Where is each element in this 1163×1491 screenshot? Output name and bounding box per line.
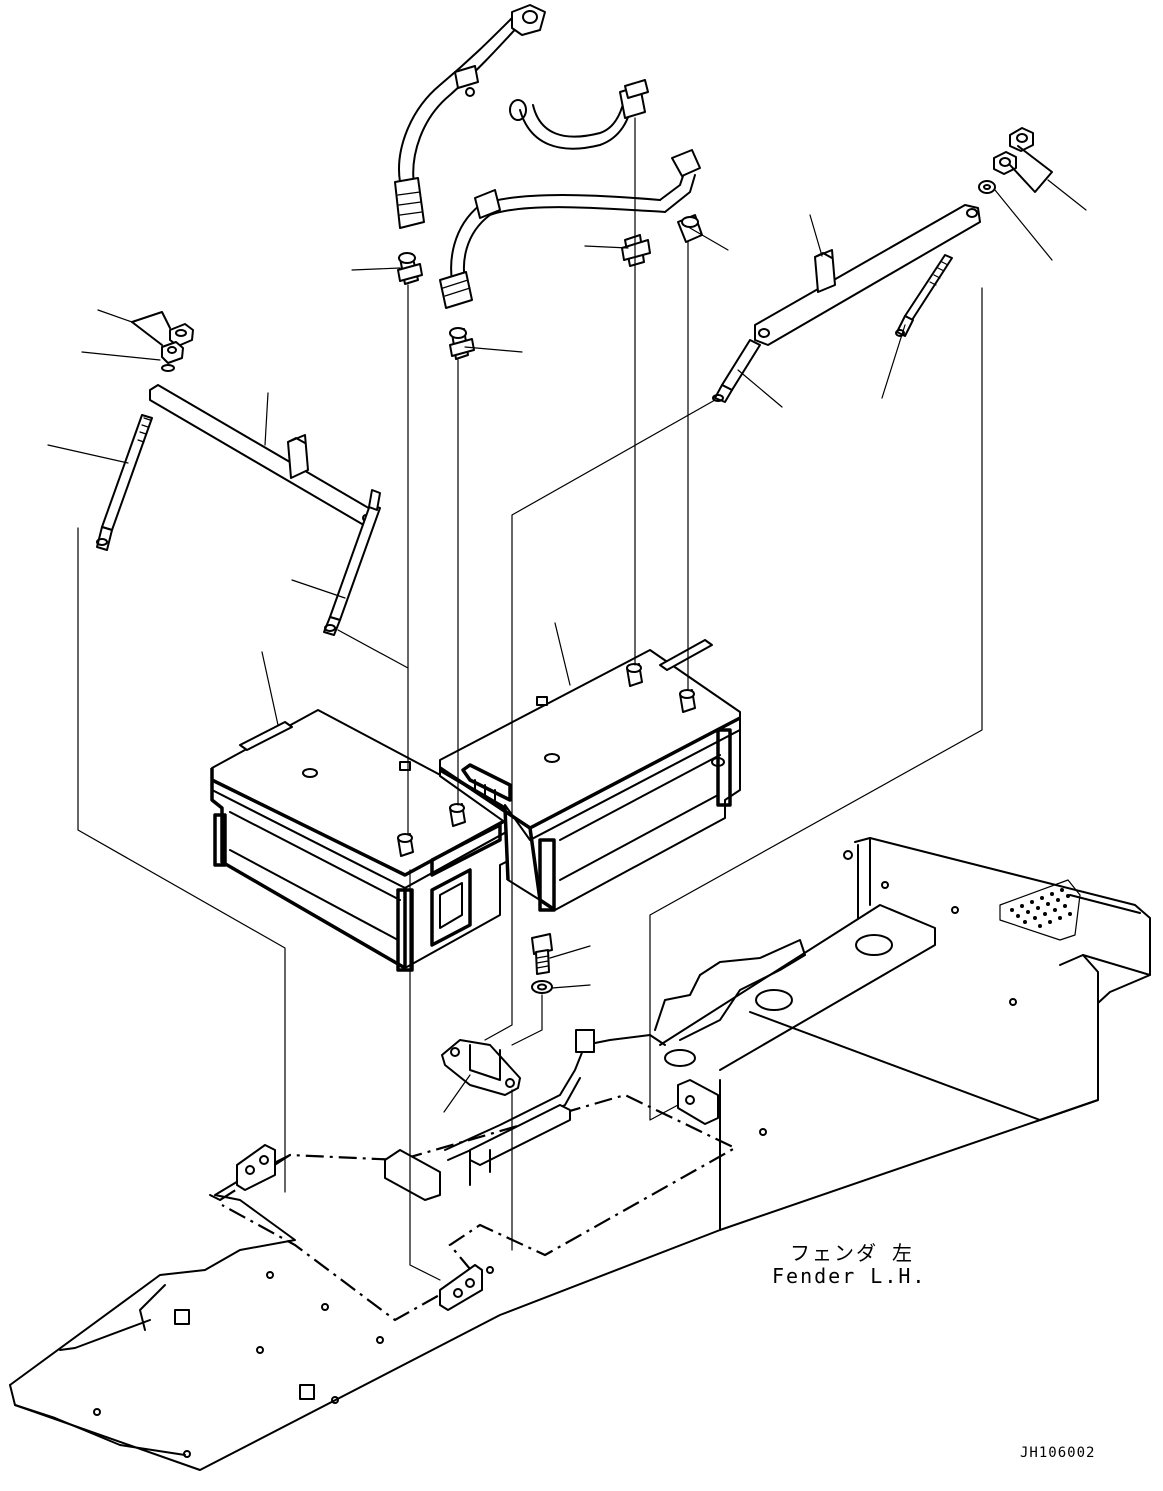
j-bolt-right-b	[895, 254, 953, 337]
washer	[531, 980, 553, 994]
lock-nut-right	[993, 151, 1017, 175]
terminal-clamp-1	[397, 252, 423, 285]
battery-cable-b	[439, 149, 701, 309]
nut-right	[1009, 127, 1034, 152]
washer-right	[978, 180, 996, 194]
drawing-code: JH106002	[1020, 1445, 1096, 1461]
lock-nut-left	[161, 341, 184, 364]
battery-cable-a	[394, 4, 546, 229]
j-bolt-right-a	[712, 339, 761, 403]
assembly-lines	[77, 117, 983, 1281]
battery-hold-bracket	[441, 1039, 521, 1096]
nut-left	[169, 323, 194, 347]
nut-group-leader-box-left-2	[131, 321, 163, 346]
j-bolt-left	[96, 414, 153, 551]
bolt	[531, 933, 553, 975]
battery-right	[439, 639, 741, 912]
fender-frame	[9, 837, 1151, 1471]
battery-cable-c	[509, 79, 649, 150]
leader-lines	[47, 179, 1087, 1113]
fender-label-japanese: フェンダ 左	[790, 1241, 915, 1265]
fender-label-english: Fender L.H.	[772, 1264, 927, 1288]
terminal-clamp-2	[449, 327, 475, 360]
battery-left	[210, 709, 511, 972]
hold-down-bar-right	[754, 204, 981, 346]
nut-group-leader-box-left	[131, 311, 171, 329]
mesh-grille	[999, 879, 1081, 941]
j-bolt-center	[323, 489, 381, 636]
nut-group-leader-box-right	[1009, 145, 1053, 193]
hold-down-bar-left	[149, 384, 373, 525]
terminal-clamp-3	[621, 234, 651, 267]
washer-left	[161, 364, 175, 372]
